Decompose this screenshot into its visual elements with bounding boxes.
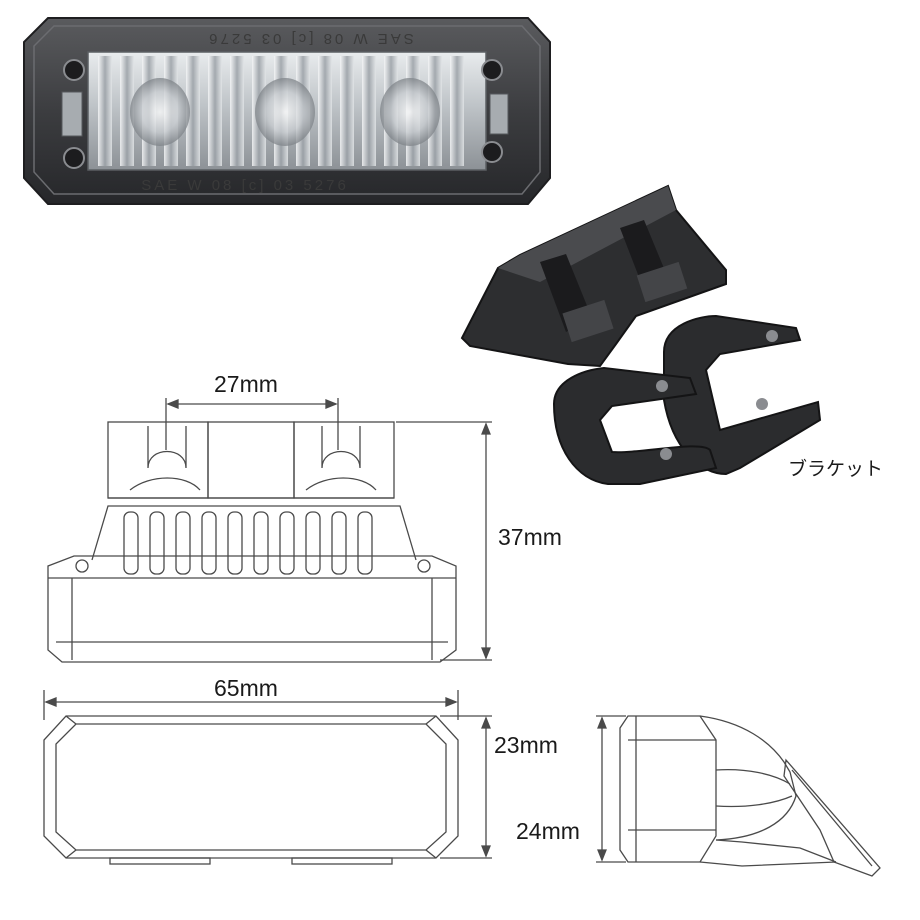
photo-lens-print-bottom: SAE W 08 [c] 03 5276 <box>141 177 349 194</box>
photo-lens-print-top: SAE W 08 [c] 03 5276 <box>206 30 414 47</box>
bracket-upper <box>460 184 727 368</box>
photo-screw-hole <box>481 59 503 81</box>
dim-height: 37mm <box>498 524 562 550</box>
drawing-fins <box>123 511 373 575</box>
dim-bracket-spacing: 27mm <box>214 371 278 397</box>
photo-screw-hole <box>63 147 85 169</box>
dim-front-height: 23mm <box>494 732 558 758</box>
bracket-clamp-left <box>552 366 718 485</box>
photo-screw-hole <box>481 141 503 163</box>
dim-width: 65mm <box>214 675 278 701</box>
photo-screw-hole <box>63 59 85 81</box>
photo-led-3 <box>380 78 440 146</box>
photo-led-1 <box>130 78 190 146</box>
photo-led-2 <box>255 78 315 146</box>
bracket-clamp-right <box>663 314 822 476</box>
dim-side-height: 24mm <box>516 818 580 844</box>
bracket-caption: ブラケット <box>788 458 884 480</box>
